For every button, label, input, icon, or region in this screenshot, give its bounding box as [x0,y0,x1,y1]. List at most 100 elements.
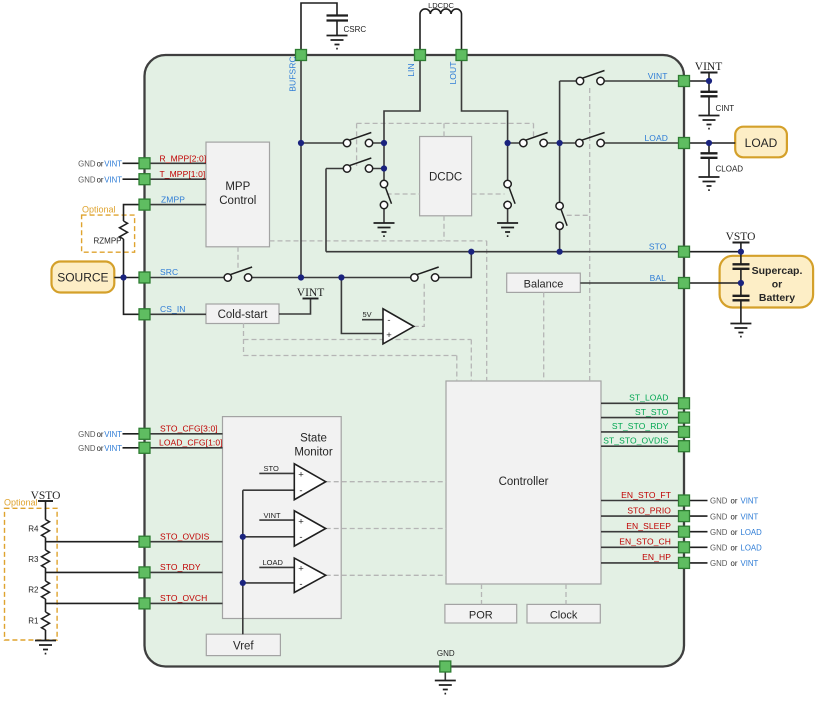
junction-dot [705,77,713,85]
junction-dot [556,139,563,147]
switch-lever [347,157,372,168]
resistor-r1-icon [39,611,52,631]
switch-contact [596,76,605,86]
pin-sto-prio [677,509,691,523]
comparator-triangle [293,556,328,594]
r3-label: R3 [28,555,39,564]
tie-enhp-or: or [731,559,738,568]
tie-stoprio-gnd: GND [710,512,728,521]
external-wire-segment [122,203,139,316]
switch-contact [503,200,513,210]
clock-label: Clock [550,610,578,622]
r4-label: R4 [28,525,39,534]
pin-label-src: SRC [160,267,178,277]
pin-sto-rdy [138,566,151,579]
block-rect [444,603,518,624]
comparator-sto-plus: + [298,470,304,481]
capacitor-csrc-icon [326,14,348,22]
pin-label-sto-rdy: STO_RDY [160,562,201,572]
pin-label-en-sto-ch: EN_STO_CH [619,537,671,547]
wire-segment [150,433,223,449]
switch-lever [347,131,372,142]
tie-enstoch-net: LOAD [741,544,763,553]
pin-load-cfg [138,441,151,454]
por-label: POR [469,610,493,622]
supercap-label-line2: or [772,279,783,291]
pin-label-lout: LOUT [448,61,458,84]
switch-contact [539,138,549,148]
capacitor-supercap-bottom-icon [732,294,750,302]
tie-stoprio-net: VINT [741,512,759,521]
switch-contact [555,201,565,211]
r1-label: R1 [28,617,39,626]
resistor-zigzag [39,518,52,539]
pin-labels: BUFSRC LIN LOUT VINT LOAD STO BAL ST_LOA… [159,56,671,658]
resistor-rzmpp-icon [117,220,130,240]
capacitor-plate [326,14,348,22]
ground-cint-icon [698,114,720,130]
block-balance: Balance [506,272,581,294]
comparator-load-label: LOAD [263,558,284,567]
junction-dot [737,248,745,255]
tie-ensleep-gnd: GND [710,528,728,537]
external-source-block: SOURCE [50,260,116,294]
pin-st-sto-ovdis [677,440,691,453]
ground-lines [326,34,348,50]
ground-lines [35,639,56,655]
tie-enstoft-net: VINT [741,497,759,506]
junction-dot [705,139,713,147]
capacitor-plate [700,90,718,98]
tie-loadcfg-or: or [97,444,104,453]
resistor-r3-icon [39,549,52,569]
pin-bufsrc [294,48,308,62]
rail-vint-top-label: VINT [695,61,722,73]
external-wire-segment [122,162,139,449]
switch-vint-load [574,131,606,148]
switch-contact [430,273,440,282]
control-lines [237,88,591,605]
block-dcdc: DCDC [419,135,473,217]
pin-sto-ovdis [138,535,151,548]
ground-gnd-pin-icon [434,679,456,695]
vref-label: Vref [233,641,254,653]
component-labels: VINT VSTO VINT VSTO CSRC LDCDC CINT CLOA… [28,1,755,626]
switch-contact [342,164,352,173]
pin-zmpp [138,198,151,211]
tie-stocfg-net: VINT [104,430,122,439]
comparator-load-minus: - [299,579,302,590]
resistor-r2-icon [39,580,52,600]
wire-segment [340,277,383,335]
supercap-label-line3: Battery [759,292,795,304]
switch-contact [555,221,565,231]
switch-lever [508,186,516,205]
tie-tmpp-net: VINT [104,175,122,184]
switch-contact [575,76,585,86]
optional-ladder-label: Optional [4,498,38,508]
comparator-vint-label: VINT [264,511,282,520]
comparator-load-plus: + [298,563,304,574]
resistor-zigzag [39,549,52,569]
ground-lin-switch-icon [373,222,395,237]
pin-label-vint: VINT [648,71,668,81]
pin-label-st-sto: ST_STO [635,407,669,417]
switch-sto-lin [342,157,374,173]
pin-label-en-sleep: EN_SLEEP [626,521,671,531]
external-wire-segment [689,499,708,564]
comparator-vint-plus: + [298,516,304,527]
comparator-triangle [293,462,328,502]
tie-tmpp-gnd: GND [78,175,96,184]
tie-loadcfg-net: VINT [104,444,122,453]
junction-dot [556,248,563,255]
ground-lines [730,322,752,338]
pin-src [138,271,151,284]
junction-dot [468,248,475,255]
pin-r-mpp [138,157,151,170]
pin-sto-ovch [138,597,151,610]
tie-ensleep-or: or [731,528,738,537]
switch-src-main [409,266,440,282]
ground-lout-switch-icon [497,222,519,237]
pin-label-r-mpp: R_MPP[2:0] [160,153,207,163]
tie-stocfg-or: or [97,430,104,439]
block-cold-start: Cold-start [205,303,280,325]
